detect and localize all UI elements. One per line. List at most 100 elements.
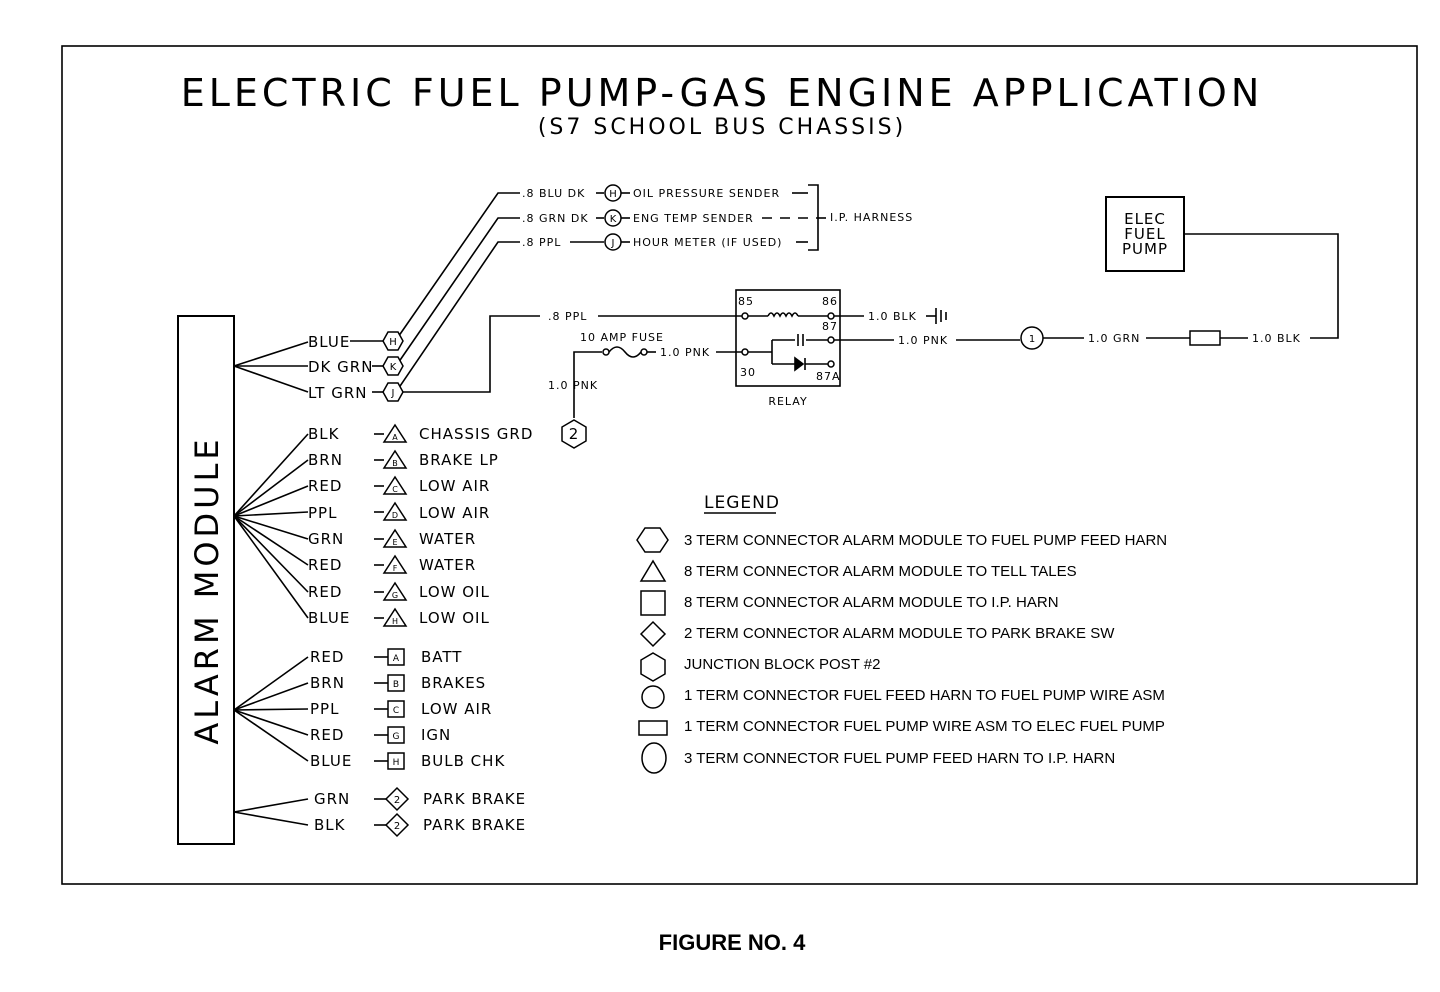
ip-wire-3: .8 PPL bbox=[522, 236, 561, 249]
relay-pin-86: 86 bbox=[822, 295, 838, 308]
tri-wire-2: BRN bbox=[308, 451, 343, 469]
sq-label-5: BULB CHK bbox=[421, 752, 505, 770]
dia-pin-1: 2 bbox=[394, 795, 400, 806]
relay-out-wire: 1.0 PNK bbox=[898, 334, 948, 347]
legend-item-6: 1 TERM CONNECTOR FUEL FEED HARN TO FUEL … bbox=[684, 687, 1165, 704]
tri-pin-e: E bbox=[392, 538, 397, 547]
grn-wire: 1.0 GRN bbox=[1088, 332, 1140, 345]
blk-wire: 1.0 BLK bbox=[1252, 332, 1301, 345]
legend-circle-icon bbox=[641, 685, 665, 709]
fuel-pump-label-1: ELEC bbox=[1124, 210, 1166, 228]
sq-wire-4: RED bbox=[310, 726, 344, 744]
legend-square-icon bbox=[640, 590, 666, 616]
ip-harness-group: .8 BLU DK H OIL PRESSURE SENDER .8 GRN D… bbox=[395, 184, 913, 393]
sq-label-1: BATT bbox=[421, 648, 462, 666]
sq-wire-3: PPL bbox=[310, 700, 339, 718]
tri-label-2: BRAKE LP bbox=[419, 451, 499, 469]
tri-label-1: CHASSIS GRD bbox=[419, 425, 533, 443]
tri-pin-c: C bbox=[392, 485, 398, 494]
tri-wire-7: RED bbox=[308, 583, 342, 601]
relay-pin-87a: 87A bbox=[816, 370, 841, 383]
ip-dest-2: ENG TEMP SENDER bbox=[633, 212, 754, 225]
hex-pin-j: J bbox=[391, 388, 395, 399]
fuse-label: 10 AMP FUSE bbox=[580, 331, 664, 344]
legend-item-2: 8 TERM CONNECTOR ALARM MODULE TO TELL TA… bbox=[684, 563, 1077, 580]
ip-pin-k: K bbox=[610, 214, 617, 225]
tri-wire-5: GRN bbox=[308, 530, 344, 548]
alarm-module-label: ALARM MODULE bbox=[188, 435, 226, 744]
hex-wire-1: BLUE bbox=[308, 333, 350, 351]
legend-item-4: 2 TERM CONNECTOR ALARM MODULE TO PARK BR… bbox=[684, 625, 1115, 642]
junction-post-shape bbox=[561, 419, 587, 449]
sq-label-2: BRAKES bbox=[421, 674, 486, 692]
tri-label-8: LOW OIL bbox=[419, 609, 490, 627]
legend-item-1: 3 TERM CONNECTOR ALARM MODULE TO FUEL PU… bbox=[684, 532, 1167, 549]
dia-label-1: PARK BRAKE bbox=[423, 790, 526, 808]
sq-label-3: LOW AIR bbox=[421, 700, 492, 718]
tri-pin-d: D bbox=[392, 511, 398, 520]
ip-dest-1: OIL PRESSURE SENDER bbox=[633, 187, 780, 200]
relay-pin-30: 30 bbox=[740, 366, 756, 379]
ip-pin-j: J bbox=[611, 238, 615, 249]
ip-harness-label: I.P. HARNESS bbox=[830, 211, 913, 224]
diagram-frame bbox=[61, 45, 1418, 885]
fuel-pump-box bbox=[1105, 196, 1185, 272]
tri-pin-a: A bbox=[392, 433, 398, 442]
hex-wire-3: LT GRN bbox=[308, 384, 368, 402]
legend: LEGEND 3 TERM CONNECTOR ALARM MODULE TO … bbox=[636, 493, 1167, 774]
tri-label-5: WATER bbox=[419, 530, 476, 548]
dia-pin-2: 2 bbox=[394, 821, 400, 832]
tri-wire-3: RED bbox=[308, 477, 342, 495]
legend-item-3: 8 TERM CONNECTOR ALARM MODULE TO I.P. HA… bbox=[684, 594, 1059, 611]
alarm-module-box bbox=[177, 315, 235, 845]
hex-pin-h-shape bbox=[382, 331, 404, 351]
legend-triangle-icon bbox=[639, 559, 667, 582]
tri-label-3: LOW AIR bbox=[419, 477, 490, 495]
legend-item-7: 1 TERM CONNECTOR FUEL PUMP WIRE ASM TO E… bbox=[684, 718, 1165, 735]
ip-pin-h: H bbox=[609, 189, 617, 200]
diamond-connector-group: GRN 2 PARK BRAKE BLK 2 PARK BRAKE bbox=[233, 786, 526, 838]
diagram-subtitle: (S7 SCHOOL BUS CHASSIS) bbox=[538, 115, 906, 140]
diagram-title: ELECTRIC FUEL PUMP-GAS ENGINE APPLICATIO… bbox=[181, 71, 1264, 115]
hex-pin-k-shape bbox=[382, 356, 404, 376]
ip-wire-2: .8 GRN DK bbox=[522, 212, 589, 225]
sq-pin-a: A bbox=[393, 654, 400, 664]
tri-wire-8: BLUE bbox=[308, 609, 350, 627]
legend-diamond-icon bbox=[639, 620, 667, 648]
relay-circuit: .8 PPL RELAY 85 86 87 30 87A 1.0 BLK bbox=[403, 196, 1339, 449]
junction-wire: 1.0 PNK bbox=[548, 379, 598, 392]
relay-label: RELAY bbox=[768, 395, 807, 408]
conn-one-pin: 1 bbox=[1029, 334, 1035, 345]
relay-pin-85: 85 bbox=[738, 295, 754, 308]
hex-pin-k: K bbox=[390, 362, 397, 373]
legend-item-8: 3 TERM CONNECTOR FUEL PUMP FEED HARN TO … bbox=[684, 750, 1115, 767]
legend-item-5: JUNCTION BLOCK POST #2 bbox=[684, 656, 880, 673]
tri-label-4: LOW AIR bbox=[419, 504, 490, 522]
relay-coil bbox=[748, 312, 828, 318]
dia-wire-2: BLK bbox=[314, 816, 346, 834]
figure-caption: FIGURE NO. 4 bbox=[659, 930, 806, 955]
dia-label-2: PARK BRAKE bbox=[423, 816, 526, 834]
dia-wire-1: GRN bbox=[314, 790, 350, 808]
fuse-symbol bbox=[608, 346, 642, 358]
sq-pin-b: B bbox=[393, 680, 399, 690]
hex-wire-2: DK GRN bbox=[308, 358, 373, 376]
ip-wire-1: .8 BLU DK bbox=[522, 187, 585, 200]
tri-pin-b: B bbox=[392, 459, 398, 468]
tri-wire-6: RED bbox=[308, 556, 342, 574]
relay-box bbox=[735, 289, 841, 387]
tri-label-6: WATER bbox=[419, 556, 476, 574]
square-connector-group: RED A BATT BRN B BRAKES PPL C LOW AIR RE… bbox=[233, 648, 505, 770]
sq-pin-g: G bbox=[393, 732, 400, 742]
fuel-pump-label-3: PUMP bbox=[1122, 240, 1168, 258]
pump-connector-shape bbox=[1189, 330, 1221, 346]
ground-wire: 1.0 BLK bbox=[868, 310, 917, 323]
sq-pin-h: H bbox=[393, 758, 400, 768]
hex-connector-group: BLUE H DK GRN K LT GRN J bbox=[233, 331, 404, 402]
tri-wire-1: BLK bbox=[308, 425, 340, 443]
tri-pin-f: F bbox=[393, 564, 398, 573]
legend-hexagon-icon bbox=[640, 652, 666, 682]
sq-pin-c: C bbox=[393, 706, 399, 716]
tri-wire-4: PPL bbox=[308, 504, 337, 522]
